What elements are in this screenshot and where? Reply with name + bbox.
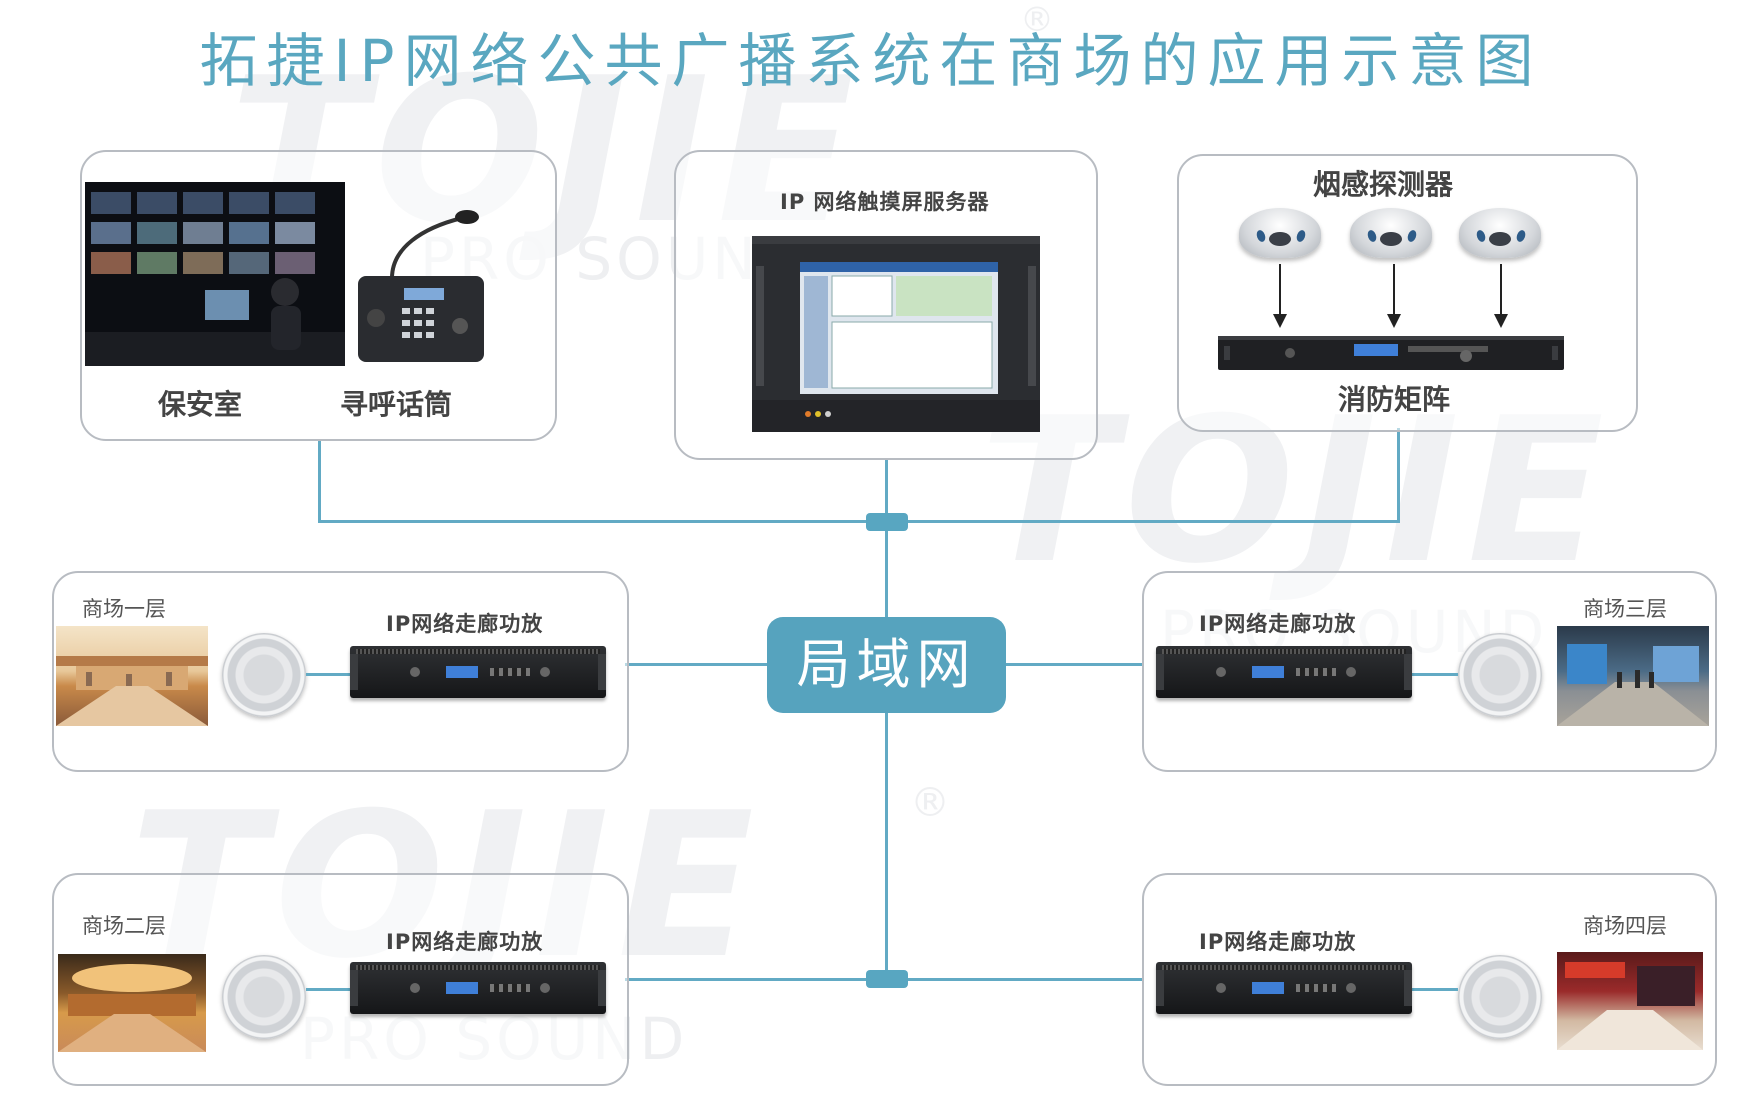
fire-panel: [1177, 154, 1638, 432]
top-bus-line: [318, 520, 1400, 523]
floor2-photo: [58, 954, 206, 1052]
floor4-label: 商场四层: [1583, 914, 1667, 938]
floor4-amp-label: IP网络走廊功放: [1199, 930, 1357, 954]
floor1-label: 商场一层: [82, 597, 166, 621]
floor2-amp-label: IP网络走廊功放: [386, 930, 544, 954]
network-node-bottom: [866, 970, 908, 988]
video-wall: [91, 192, 315, 274]
lan-label: 局域网: [767, 617, 1006, 713]
smoke-detector-label: 烟感探测器: [1313, 168, 1454, 201]
floor1-amplifier: [350, 646, 606, 698]
arrow-detector-3: [1500, 264, 1502, 314]
floor2-label: 商场二层: [82, 914, 166, 938]
fire-matrix-label: 消防矩阵: [1338, 383, 1451, 416]
floor4-photo: [1557, 952, 1703, 1050]
watermark-registered-bottom: ®: [910, 780, 954, 826]
paging-mic-label: 寻呼话筒: [340, 388, 453, 421]
floor3-amp-label: IP网络走廊功放: [1199, 612, 1357, 636]
floor3-amplifier: [1156, 646, 1412, 698]
floor4-amplifier: [1156, 962, 1412, 1014]
arrowhead-detector-2: [1387, 314, 1401, 328]
floor1-speaker-link: [306, 673, 350, 676]
trunk-line-vertical: [885, 458, 888, 980]
floor3-label: 商场三层: [1583, 597, 1667, 621]
arrow-detector-1: [1279, 264, 1281, 314]
link-security-drop: [318, 441, 321, 522]
link-fire-drop: [1397, 428, 1400, 522]
touch-screen-server-photo: [752, 236, 1040, 432]
floor4-speaker-link: [1412, 988, 1458, 991]
network-node-top: [866, 513, 908, 531]
security-room-photo: [85, 182, 345, 366]
floor2-ceiling-speaker: [222, 955, 306, 1039]
smoke-detector-1: [1239, 208, 1321, 270]
floor3-speaker-link: [1412, 673, 1458, 676]
link-floor3: [1006, 663, 1142, 666]
security-room-label: 保安室: [158, 388, 243, 421]
fire-matrix-device: [1218, 336, 1564, 370]
floor1-photo: [56, 626, 208, 726]
smoke-detector-2: [1350, 208, 1432, 270]
floor2-speaker-link: [306, 988, 350, 991]
floor3-ceiling-speaker: [1458, 633, 1542, 717]
floor2-amplifier: [350, 962, 606, 1014]
page-title: 拓捷IP网络公共广播系统在商场的应用示意图: [199, 27, 1543, 95]
smoke-detector-3: [1459, 208, 1541, 270]
floor4-ceiling-speaker: [1458, 955, 1542, 1039]
floor1-amp-label: IP网络走廊功放: [386, 612, 544, 636]
floor3-photo: [1557, 626, 1709, 726]
arrowhead-detector-1: [1273, 314, 1287, 328]
link-floor1: [625, 663, 767, 666]
arrow-detector-2: [1393, 264, 1395, 314]
floor1-ceiling-speaker: [222, 633, 306, 717]
arrowhead-detector-3: [1494, 314, 1508, 328]
server-label: IP 网络触摸屏服务器: [780, 190, 990, 214]
paging-mic-photo: [352, 208, 490, 366]
